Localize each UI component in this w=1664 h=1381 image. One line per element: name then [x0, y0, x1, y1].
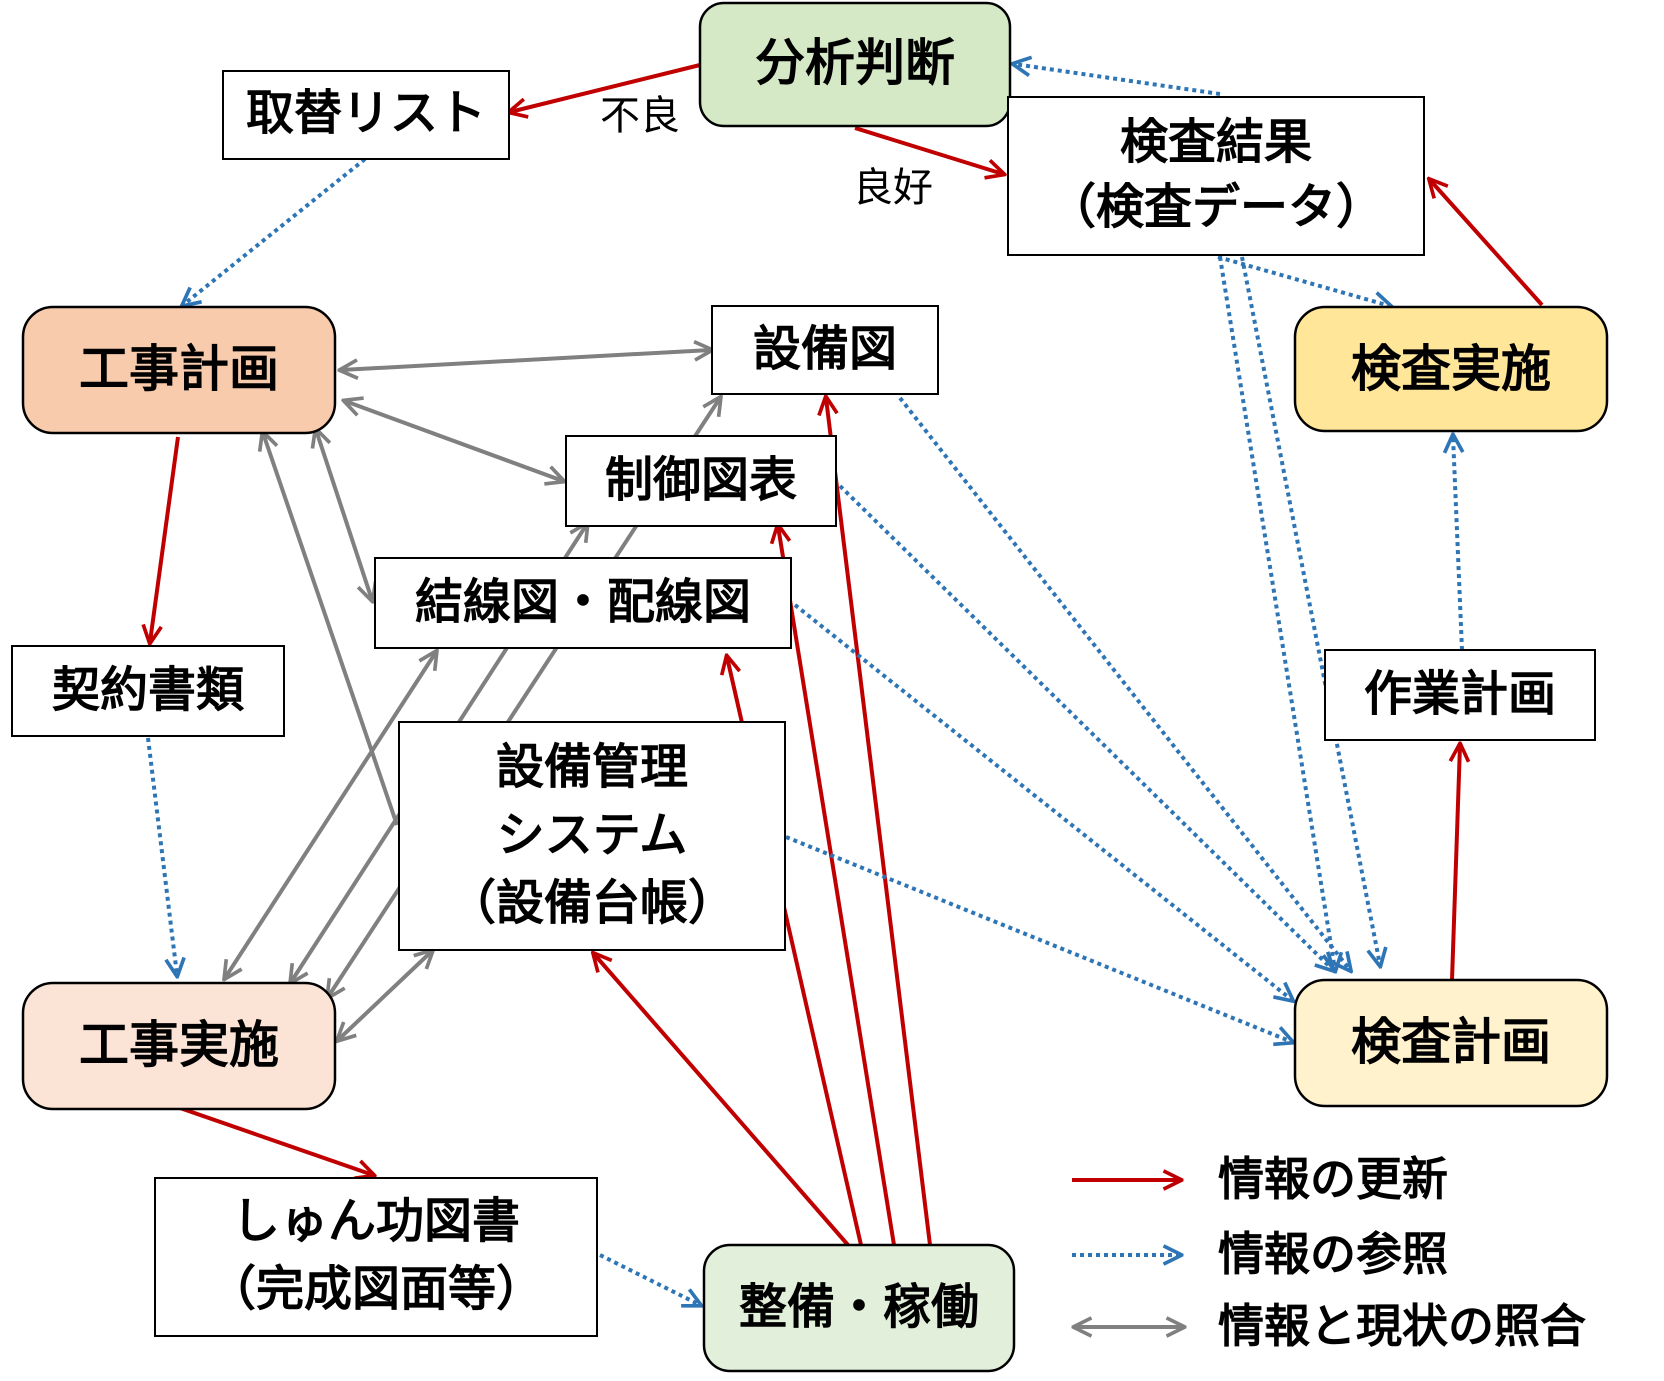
node-analysis: 分析判断 — [698, 1, 1012, 128]
svg-text:検査結果: 検査結果 — [1120, 114, 1312, 170]
contract-docs-label: 契約書類 — [52, 662, 245, 718]
construction-plan-label: 工事計画 — [79, 340, 279, 398]
management-system-line1: 設備管理 — [496, 739, 688, 795]
ref-management-system-to-inspection-plan — [785, 835, 1292, 1042]
arrow-inspection-exec-to-inspection-result — [1430, 180, 1544, 307]
node-inspection-exec: 検査実施 — [1293, 305, 1609, 433]
collate-construction-plan-wiring — [316, 430, 372, 600]
completion-docs-line1: しゅん功図書 — [232, 1193, 520, 1249]
inspection-result-line1: 検査結果 — [1120, 114, 1312, 170]
svg-text:作業計画: 作業計画 — [1364, 666, 1556, 722]
arrow-inspection-plan-to-work-plan — [1452, 745, 1460, 981]
svg-text:結線図・配線図: 結線図・配線図 — [415, 574, 751, 630]
svg-text:設備管理: 設備管理 — [496, 739, 688, 795]
svg-text:検査実施: 検査実施 — [1351, 340, 1551, 398]
svg-text:整備・稼働: 整備・稼働 — [739, 1279, 979, 1335]
node-contract-docs: 契約書類 — [11, 645, 285, 737]
arrow-operation-to-equipment-drawing — [826, 398, 932, 1246]
edge-label-good: 良好 — [853, 165, 933, 211]
arrow-operation-to-control-chart — [778, 526, 896, 1246]
ref-inspection-result-to-analysis — [1014, 64, 1221, 96]
svg-text:工事実施: 工事実施 — [79, 1016, 279, 1074]
arrow-construction-plan-to-contract — [150, 436, 180, 642]
maintenance-operation-label: 整備・稼働 — [739, 1279, 979, 1335]
inspection-result-line2: （検査データ） — [1048, 179, 1384, 235]
svg-text:分析判断: 分析判断 — [755, 34, 955, 92]
svg-text:（検査データ）: （検査データ） — [1048, 179, 1384, 235]
ref-contract-to-construction-exec — [146, 737, 177, 975]
node-maintenance-operation: 整備・稼働 — [702, 1243, 1016, 1373]
node-inspection-result: 検査結果 （検査データ） — [1007, 96, 1425, 256]
ref-completion-to-operation — [599, 1253, 700, 1305]
completion-docs-line2: （完成図面等） — [208, 1261, 544, 1317]
arrow-analysis-to-replace-list — [510, 63, 701, 112]
svg-text:契約書類: 契約書類 — [52, 662, 245, 718]
ref-control-chart-to-inspection-plan — [838, 484, 1333, 970]
node-work-plan: 作業計画 — [1324, 649, 1596, 741]
ref-work-plan-to-inspection-exec — [1453, 436, 1462, 651]
ref-inspection-result-to-inspection-plan-b — [1240, 256, 1380, 965]
legend-update-label: 情報の更新 — [1218, 1152, 1448, 1206]
arrow-analysis-to-inspection-result — [854, 126, 1003, 174]
nodes-layer: 分析判断 取替リスト 検査結果 （検査データ） 工事計画 設備図 検査実施 制御… — [11, 1, 1609, 1373]
svg-text:検査計画: 検査計画 — [1351, 1013, 1551, 1071]
node-construction-plan: 工事計画 — [21, 305, 337, 435]
collate-construction-plan-control-chart — [345, 401, 563, 481]
management-system-line2: システム — [497, 807, 688, 863]
node-equipment-drawing: 設備図 — [711, 305, 939, 395]
svg-text:設備図: 設備図 — [753, 321, 897, 377]
work-plan-label: 作業計画 — [1364, 666, 1556, 722]
inspection-exec-label: 検査実施 — [1351, 340, 1551, 398]
svg-text:制御図表: 制御図表 — [605, 452, 797, 508]
edge-label-bad: 不良 — [600, 93, 680, 139]
node-management-system: 設備管理 システム （設備台帳） — [398, 721, 786, 951]
node-replace-list: 取替リスト — [222, 70, 510, 160]
analysis-label: 分析判断 — [755, 34, 955, 92]
collate-construction-exec-management-system — [338, 951, 432, 1040]
inspection-plan-label: 検査計画 — [1351, 1013, 1551, 1071]
svg-text:（完成図面等）: （完成図面等） — [208, 1261, 544, 1317]
svg-text:取替リスト: 取替リスト — [246, 85, 486, 141]
ref-replace-list-to-construction-plan — [183, 157, 367, 305]
ref-inspection-result-to-inspection-plan-a — [1218, 256, 1335, 970]
node-inspection-plan: 検査計画 — [1293, 978, 1609, 1108]
node-control-chart: 制御図表 — [565, 435, 837, 527]
svg-text:良好: 良好 — [853, 165, 933, 211]
ref-equipment-drawing-to-inspection-plan — [898, 396, 1350, 970]
svg-text:（設備台帳）: （設備台帳） — [448, 875, 736, 931]
svg-text:情報と現状の照合: 情報と現状の照合 — [1218, 1299, 1586, 1353]
svg-text:工事計画: 工事計画 — [79, 340, 279, 398]
node-construction-exec: 工事実施 — [21, 981, 337, 1111]
management-system-line3: （設備台帳） — [448, 875, 736, 931]
legend-reference-label: 情報の参照 — [1218, 1227, 1448, 1281]
construction-exec-label: 工事実施 — [79, 1016, 279, 1074]
svg-text:システム: システム — [497, 807, 688, 863]
svg-text:不良: 不良 — [600, 93, 680, 139]
ref-wiring-to-inspection-plan — [793, 603, 1292, 1000]
collate-construction-plan-equipment-drawing — [341, 350, 711, 370]
equipment-drawing-label: 設備図 — [753, 321, 897, 377]
svg-text:情報の参照: 情報の参照 — [1218, 1227, 1448, 1281]
ref-inspection-result-to-inspection-exec — [1217, 255, 1390, 306]
legend: 情報の更新 情報の参照 情報と現状の照合 — [1072, 1152, 1586, 1353]
wiring-diagram-label: 結線図・配線図 — [415, 574, 751, 630]
control-chart-label: 制御図表 — [605, 452, 797, 508]
node-wiring-diagram: 結線図・配線図 — [374, 557, 792, 649]
legend-collation-label: 情報と現状の照合 — [1218, 1299, 1586, 1353]
arrow-construction-exec-to-completion — [179, 1106, 373, 1175]
node-completion-docs: しゅん功図書 （完成図面等） — [154, 1177, 598, 1337]
arrow-operation-to-management-system — [594, 954, 850, 1247]
replace-list-label: 取替リスト — [246, 85, 486, 141]
svg-text:情報の更新: 情報の更新 — [1218, 1152, 1448, 1206]
svg-text:しゅん功図書: しゅん功図書 — [232, 1193, 520, 1249]
